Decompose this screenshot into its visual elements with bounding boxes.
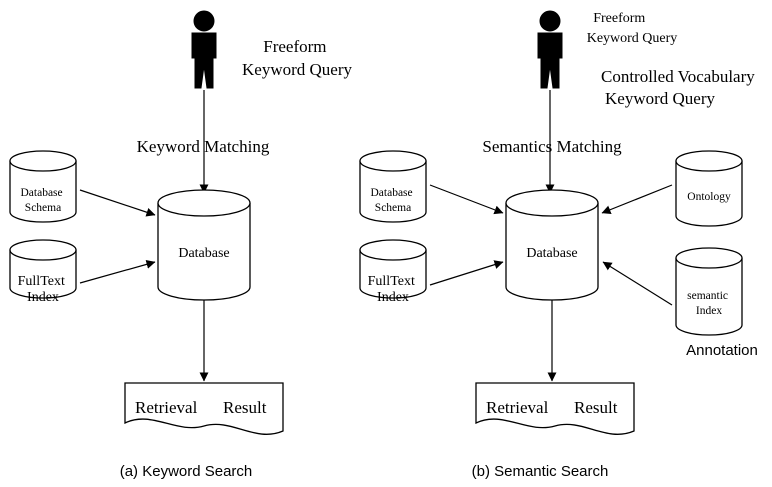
semantic-search-panel: Freeform Keyword Query Controlled Vocabu… [359,10,759,480]
database-schema-cylinder: Database Schema [9,150,77,223]
database-cylinder: Database [505,189,599,301]
keyword-search-caption: (a) Keyword Search [120,463,253,480]
semantics-matching-label: Semantics Matching [482,137,622,156]
database-cylinder: Database [157,189,251,301]
user-person-icon [537,10,563,89]
semantic-search-caption: (b) Semantic Search [472,463,609,480]
freeform-query-label: Freeform Keyword Query [242,37,352,79]
semantic-index-cylinder: semantic Index [675,247,743,336]
retrieval-result-document: Retrieval Result [124,382,284,435]
fulltext-index-cylinder: FullText Index [359,239,427,305]
svg-text:Database: Database [526,246,577,261]
fulltext-index-cylinder: FullText Index [9,239,77,305]
keyword-search-panel: Freeform Keyword Query Keyword Matching … [9,10,352,480]
svg-text:Database: Database [178,246,229,261]
svg-text:Retrieval Result: Retrieval Result [135,398,267,417]
svg-text:FullText Index: FullText Index [368,274,419,305]
fulltext-to-database-arrow [79,259,156,284]
keyword-matching-label: Keyword Matching [137,137,270,156]
user-person-icon [191,10,217,89]
annotation-label: Annotation [686,342,758,359]
schema-to-database-arrow [429,184,504,215]
svg-text:Retrieval Result: Retrieval Result [486,398,618,417]
svg-text:FullText Index: FullText Index [18,274,69,305]
retrieval-result-document: Retrieval Result [475,382,635,435]
svg-text:Database Schema: Database Schema [20,187,65,214]
controlled-vocabulary-query-label: Controlled Vocabulary Keyword Query [601,67,759,108]
ontology-cylinder: Ontology [675,150,743,227]
database-schema-cylinder: Database Schema [359,150,427,223]
freeform-query-label: Freeform Keyword Query [587,11,678,46]
schema-to-database-arrow [79,189,156,217]
svg-text:Ontology: Ontology [687,191,731,203]
svg-text:Database Schema: Database Schema [370,187,415,214]
svg-text:semantic Index: semantic Index [687,290,731,317]
fulltext-to-database-arrow [429,260,504,286]
semantic-index-to-database-arrow [602,261,673,306]
ontology-to-database-arrow [601,184,673,215]
